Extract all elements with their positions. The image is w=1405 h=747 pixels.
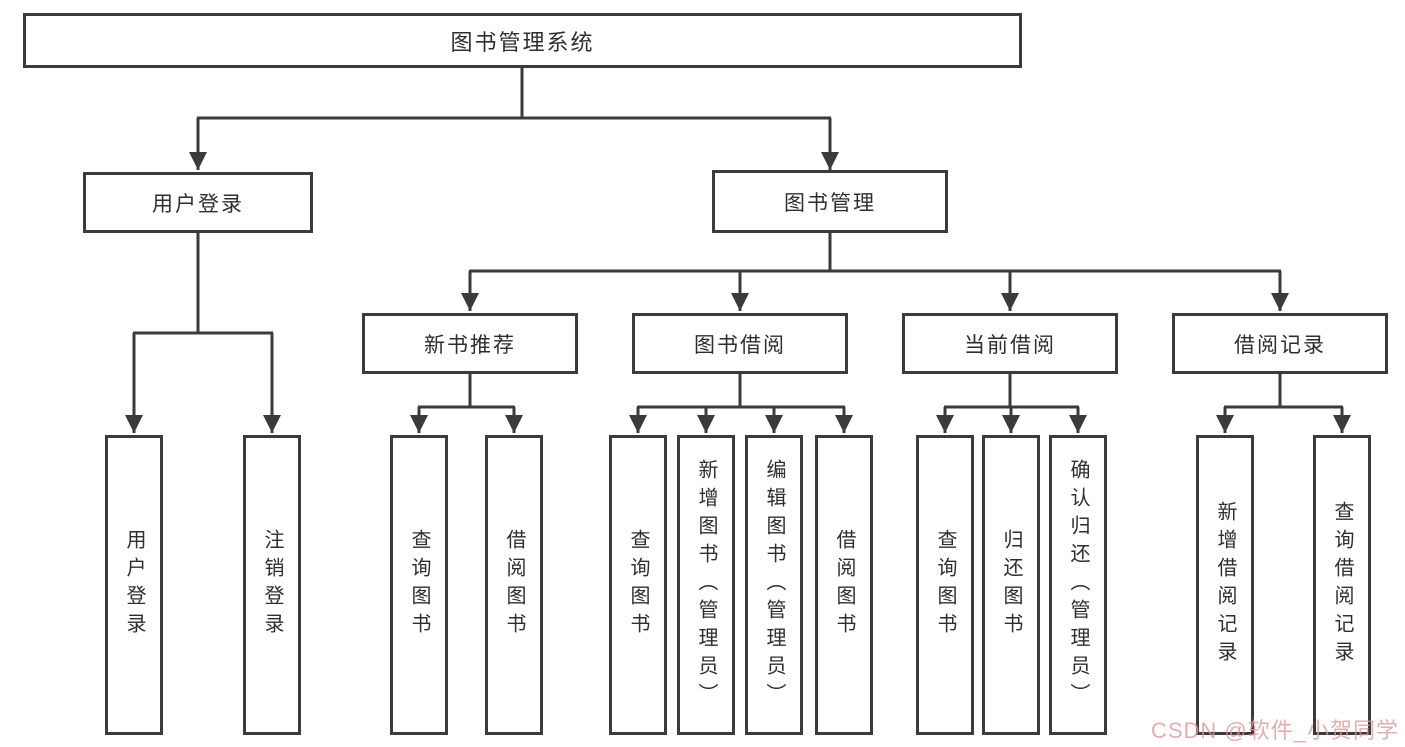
leaf-logout: 注销登录 bbox=[243, 435, 301, 735]
node-label: 借阅图书 bbox=[503, 529, 525, 641]
leaf-borrow-books-1: 借阅图书 bbox=[485, 435, 543, 735]
node-library-system: 图书管理系统 bbox=[23, 13, 1022, 68]
node-label: 图书管理 bbox=[784, 191, 876, 215]
node-label: 确认归还（管理员） bbox=[1067, 459, 1089, 711]
connector-user-login bbox=[133, 233, 273, 335]
leaf-query-borrow-record: 查询借阅记录 bbox=[1313, 435, 1371, 735]
node-label: 用户登录 bbox=[123, 529, 145, 641]
node-label: 借阅图书 bbox=[833, 529, 855, 641]
node-label: 查询图书 bbox=[408, 529, 430, 641]
leaf-query-books-3: 查询图书 bbox=[916, 435, 974, 735]
node-label: 注销登录 bbox=[261, 529, 283, 641]
connector-borrow bbox=[637, 374, 845, 409]
node-label: 新增图书（管理员） bbox=[695, 459, 717, 711]
connector-new-book bbox=[418, 374, 515, 409]
leaf-edit-books-admin: 编辑图书（管理员） bbox=[745, 435, 803, 735]
node-user-login: 用户登录 bbox=[83, 172, 313, 233]
node-label: 查询图书 bbox=[627, 529, 649, 641]
node-label: 图书管理系统 bbox=[450, 29, 595, 55]
node-label: 图书借阅 bbox=[694, 333, 786, 357]
leaf-user-login: 用户登录 bbox=[105, 435, 163, 735]
node-borrow-record: 借阅记录 bbox=[1172, 313, 1388, 374]
connector-book-mgmt bbox=[469, 233, 1281, 273]
connector-current bbox=[944, 374, 1079, 409]
node-label: 查询借阅记录 bbox=[1331, 501, 1353, 669]
node-label: 当前借阅 bbox=[964, 333, 1056, 357]
node-new-book-recommend: 新书推荐 bbox=[362, 313, 578, 374]
node-label: 用户登录 bbox=[152, 192, 244, 216]
node-current-borrow: 当前借阅 bbox=[902, 313, 1118, 374]
connector-record bbox=[1224, 374, 1343, 409]
node-label: 编辑图书（管理员） bbox=[763, 459, 785, 711]
leaf-query-books-2: 查询图书 bbox=[609, 435, 667, 735]
leaf-confirm-return-admin: 确认归还（管理员） bbox=[1049, 435, 1107, 735]
leaf-add-books-admin: 新增图书（管理员） bbox=[677, 435, 735, 735]
leaf-borrow-books-2: 借阅图书 bbox=[815, 435, 873, 735]
leaf-add-borrow-record: 新增借阅记录 bbox=[1196, 435, 1254, 735]
node-label: 新书推荐 bbox=[424, 333, 516, 357]
node-label: 归还图书 bbox=[1000, 529, 1022, 641]
node-book-borrow: 图书借阅 bbox=[632, 313, 848, 374]
leaf-query-books-1: 查询图书 bbox=[390, 435, 448, 735]
leaf-return-books: 归还图书 bbox=[982, 435, 1040, 735]
node-label: 新增借阅记录 bbox=[1214, 501, 1236, 669]
node-book-management: 图书管理 bbox=[712, 170, 948, 233]
node-label: 查询图书 bbox=[934, 529, 956, 641]
connector-root bbox=[197, 68, 831, 120]
node-label: 借阅记录 bbox=[1234, 333, 1326, 357]
